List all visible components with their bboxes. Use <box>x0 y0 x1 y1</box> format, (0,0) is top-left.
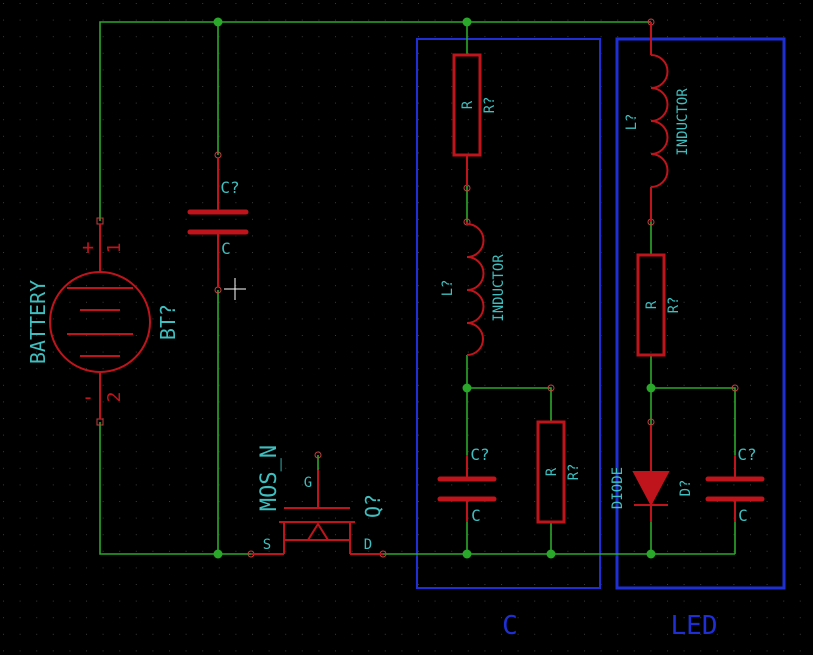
c-r-top-value-label: R <box>460 100 476 109</box>
junction-dot <box>646 549 656 559</box>
diode-icon[interactable] <box>632 425 670 522</box>
capacitor-icon[interactable] <box>705 455 765 522</box>
led-cap-ref-label: C? <box>737 445 756 464</box>
inductor-icon[interactable] <box>466 222 485 356</box>
c-inductor-ref-label: L? <box>440 280 456 297</box>
led-diode-ref-label: D? <box>678 480 694 497</box>
led-section-box[interactable] <box>615 37 786 590</box>
led-cap-value-label: C <box>738 506 748 525</box>
mosfet-drain-label: D <box>364 537 372 553</box>
c-section-box[interactable] <box>416 38 601 589</box>
junction-dot <box>462 17 472 27</box>
capacitor-icon[interactable] <box>437 455 497 522</box>
junction-dot <box>213 17 223 27</box>
junction-dot <box>462 383 472 393</box>
resistor-icon[interactable] <box>536 420 566 524</box>
mosfet-value-label: MOS_N <box>257 445 282 511</box>
nmos-transistor-icon[interactable] <box>251 470 383 555</box>
mosfet-source-label: S <box>263 537 271 553</box>
battery-pin2-number: 2 <box>104 392 125 403</box>
junction-dot <box>462 549 472 559</box>
capacitor-icon[interactable] <box>187 158 249 287</box>
battery-minus-sign: - <box>82 385 94 409</box>
junction-dot <box>546 549 556 559</box>
battery-plus-sign: + <box>82 235 94 259</box>
c-inductor-value-label: INDUCTOR <box>491 254 507 322</box>
c-section-title: C <box>502 611 518 641</box>
main-cap-ref-label: C? <box>220 178 239 197</box>
c-r-bottom-value-label: R <box>544 467 560 476</box>
junctions <box>213 17 656 559</box>
battery-icon[interactable] <box>49 224 151 419</box>
led-r-ref-label: R? <box>666 297 682 314</box>
c-cap-ref-label: C? <box>470 445 489 464</box>
c-cap-value-label: C <box>471 506 481 525</box>
main-cap-value-label: C <box>221 239 231 258</box>
inductor-icon[interactable] <box>650 22 669 222</box>
wire-c-branch[interactable] <box>467 387 552 422</box>
pin-end <box>314 451 322 459</box>
led-inductor-ref-label: L? <box>624 114 640 131</box>
led-r-value-label: R <box>644 300 660 309</box>
mosfet-ref-label: Q? <box>361 494 385 518</box>
c-r-bottom-ref-label: R? <box>566 464 582 481</box>
junction-dot <box>646 383 656 393</box>
wire-battery-bottom[interactable] <box>99 422 251 555</box>
wire-led-branch[interactable] <box>651 387 736 455</box>
pin-end <box>731 384 739 392</box>
pin-end <box>547 384 555 392</box>
led-section-title: LED <box>671 611 718 641</box>
wires <box>99 21 736 555</box>
mosfet-gate-label: G <box>304 475 312 491</box>
crosshair-cursor-icon <box>224 278 246 300</box>
resistor-icon[interactable] <box>636 253 666 357</box>
junction-dot <box>213 549 223 559</box>
led-inductor-value-label: INDUCTOR <box>675 88 691 156</box>
c-r-top-ref-label: R? <box>482 97 498 114</box>
battery-pin1-number: 1 <box>104 243 125 254</box>
battery-value-label: BATTERY <box>26 280 50 364</box>
battery-ref-label: BT? <box>156 304 180 340</box>
led-diode-value-label: DIODE <box>610 467 626 509</box>
